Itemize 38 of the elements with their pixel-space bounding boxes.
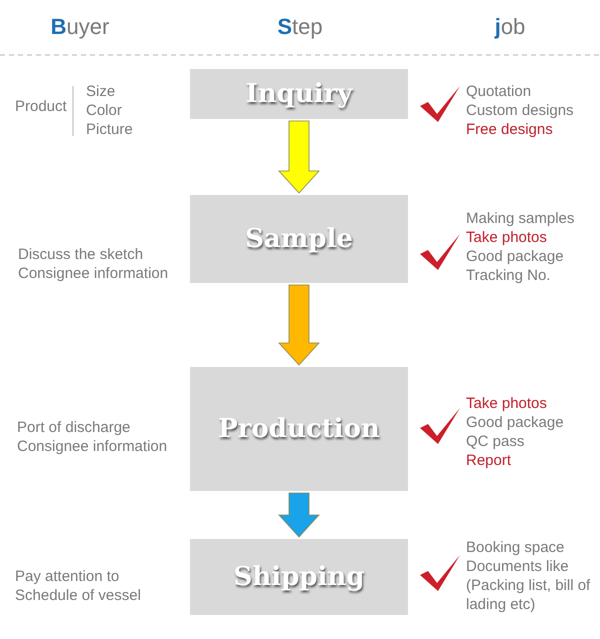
highlight-text: Report xyxy=(466,451,512,470)
column-header: Step xyxy=(276,13,324,41)
step-title: Shipping xyxy=(234,560,364,594)
highlight-text: Free designs xyxy=(466,120,554,139)
block-arrow xyxy=(278,284,320,366)
step-title: Sample xyxy=(245,222,353,256)
block-arrow xyxy=(278,492,320,538)
column-header: job xyxy=(493,13,526,41)
highlight-text: Take photos xyxy=(466,228,548,247)
item-text: Making samples xyxy=(466,209,576,228)
item-text: Quotation xyxy=(466,82,532,101)
item-text: Product xyxy=(15,97,68,116)
step-title: Inquiry xyxy=(246,78,352,110)
item-text: Good package xyxy=(466,247,565,266)
item-text: Consignee information xyxy=(17,437,168,456)
step-box xyxy=(190,195,408,283)
item-text: Color xyxy=(86,101,123,120)
item-text: Tracking No. xyxy=(466,266,552,285)
item-text: Schedule of vessel xyxy=(15,586,142,605)
column-header: Buyer xyxy=(50,13,110,41)
block-arrow xyxy=(278,120,320,194)
step-box xyxy=(190,367,408,491)
item-text: Consignee information xyxy=(18,264,170,283)
step-title: Production xyxy=(218,412,380,446)
item-text: Custom designs xyxy=(466,101,575,120)
item-text: (Packing list, bill of lading etc) xyxy=(466,576,592,614)
item-text: Size xyxy=(86,82,116,101)
item-text: Picture xyxy=(86,120,134,139)
item-text: Port of discharge xyxy=(17,418,132,437)
highlight-text: Take photos xyxy=(466,394,548,413)
item-text: QC pass xyxy=(466,432,526,451)
item-text: Good package xyxy=(466,413,565,432)
step-box xyxy=(190,69,408,119)
item-text: Booking space xyxy=(466,538,566,557)
item-text: Discuss the sketch xyxy=(18,245,144,264)
item-text: Pay attention to xyxy=(15,567,120,586)
item-text: Documents like xyxy=(466,557,570,576)
step-box xyxy=(190,539,408,615)
